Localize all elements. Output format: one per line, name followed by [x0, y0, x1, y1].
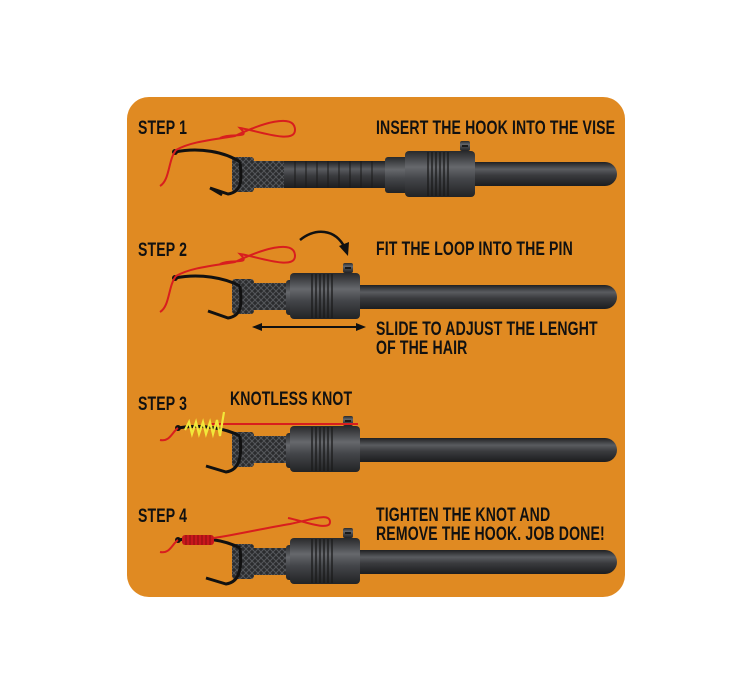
- step-2-label: STEP 2: [138, 240, 188, 261]
- step-1-label: STEP 1: [138, 118, 188, 139]
- step-1-instruction: INSERT THE HOOK INTO THE VISE: [376, 118, 616, 139]
- step-2-note-line-2: OF THE HAIR: [376, 338, 468, 359]
- step-4-label: STEP 4: [138, 506, 188, 527]
- step-2-instruction: FIT THE LOOP INTO THE PIN: [376, 239, 573, 260]
- step3-tool: [159, 411, 617, 474]
- step-4-instruction-line-2: REMOVE THE HOOK. JOB DONE!: [376, 524, 605, 545]
- step-3-instruction: KNOTLESS KNOT: [230, 389, 353, 410]
- step2-tool: [159, 230, 617, 331]
- step4-tool: [159, 516, 617, 586]
- step-2-note-line-1: SLIDE TO ADJUST THE LENGHT: [376, 319, 598, 340]
- step-4-instruction-line-1: TIGHTEN THE KNOT AND: [376, 505, 551, 526]
- step-3-label: STEP 3: [138, 394, 188, 415]
- step1-tool: [159, 119, 617, 197]
